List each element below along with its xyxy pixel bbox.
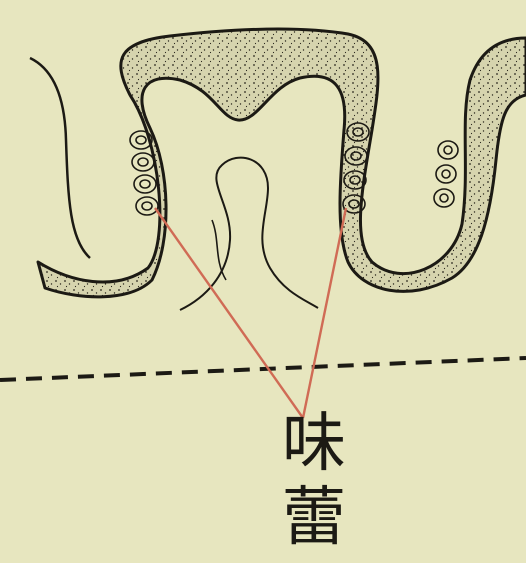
label-taste-char-2: 蕾	[282, 486, 346, 550]
nerve-fiber	[212, 220, 226, 280]
epithelium-layer	[38, 29, 526, 297]
surface-outline	[30, 58, 90, 258]
label-pointer-lines	[155, 208, 346, 418]
papilla-nerve-core	[180, 158, 318, 310]
label-taste-char-1: 味	[282, 412, 346, 476]
taste-buds-far-right	[434, 141, 458, 207]
